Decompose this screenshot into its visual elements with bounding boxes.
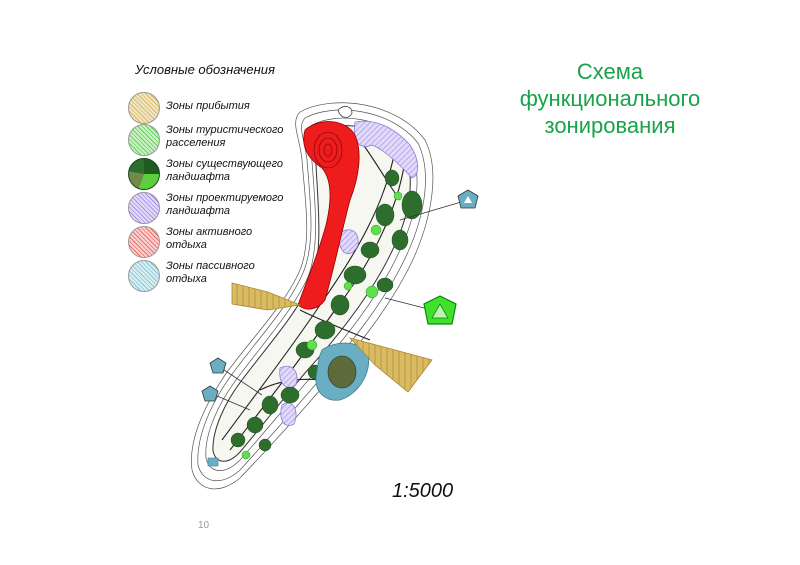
legend-item-tourist-line1: Зоны туристического	[166, 124, 284, 136]
active-zone-contours	[313, 131, 343, 169]
marker-pentagon-blue-ne	[457, 189, 479, 209]
legend-title: Условные обозначения	[135, 62, 275, 77]
legend-item-active-line1: Зоны активного	[166, 226, 253, 238]
page-number: 10	[198, 520, 210, 531]
page-title-line1: Схема	[576, 59, 644, 84]
arrival-swatch-icon	[128, 92, 160, 124]
page-title-line3: зонирования	[544, 113, 676, 138]
passive-zone-core	[327, 355, 357, 389]
islet	[337, 106, 353, 118]
arrival-arrow-southeast	[348, 337, 433, 393]
tourist-swatch-icon	[128, 124, 160, 156]
marker-pentagon-blue-w2	[201, 385, 219, 402]
marker-pentagon-green-e	[423, 295, 457, 325]
legend-item-passive-line2: отдыха	[166, 273, 207, 285]
passive-swatch-icon	[128, 260, 160, 292]
legend-item-projected-line1: Зоны проектируемого	[166, 192, 284, 204]
scale-label: 1:5000	[392, 480, 454, 502]
page-title: Схема функционального зонирования	[500, 58, 720, 139]
legend-item-existing-line1: Зоны существующего	[166, 158, 284, 170]
island-contours	[191, 102, 434, 490]
legend-item-tourist-line2: расселения	[166, 137, 226, 149]
legend-item-projected-line2: ландшафта	[166, 205, 231, 217]
arrival-arrow-west	[231, 282, 302, 311]
existing-landscape-zones	[230, 169, 423, 452]
projected-swatch-icon	[128, 192, 160, 224]
active-recreation-zone	[297, 121, 360, 310]
arrival-arrows	[231, 282, 433, 393]
projected-landscape-zones	[279, 120, 419, 426]
legend-item-passive-line1: Зоны пассивного	[166, 260, 255, 272]
legend-item-active-line2: отдыха	[166, 239, 207, 251]
legend-item-arrival-line1: Зоны прибытия	[166, 100, 250, 112]
legend-item-existing-line2: ландшафта	[166, 171, 231, 183]
marker-pentagon-blue-w1	[209, 357, 227, 374]
tourist-settlement-zones	[241, 191, 403, 460]
existing-swatch-icon	[128, 158, 160, 190]
page-title-line2: функционального	[519, 86, 701, 111]
passive-zone-pier	[207, 457, 219, 467]
active-swatch-icon	[128, 226, 160, 258]
